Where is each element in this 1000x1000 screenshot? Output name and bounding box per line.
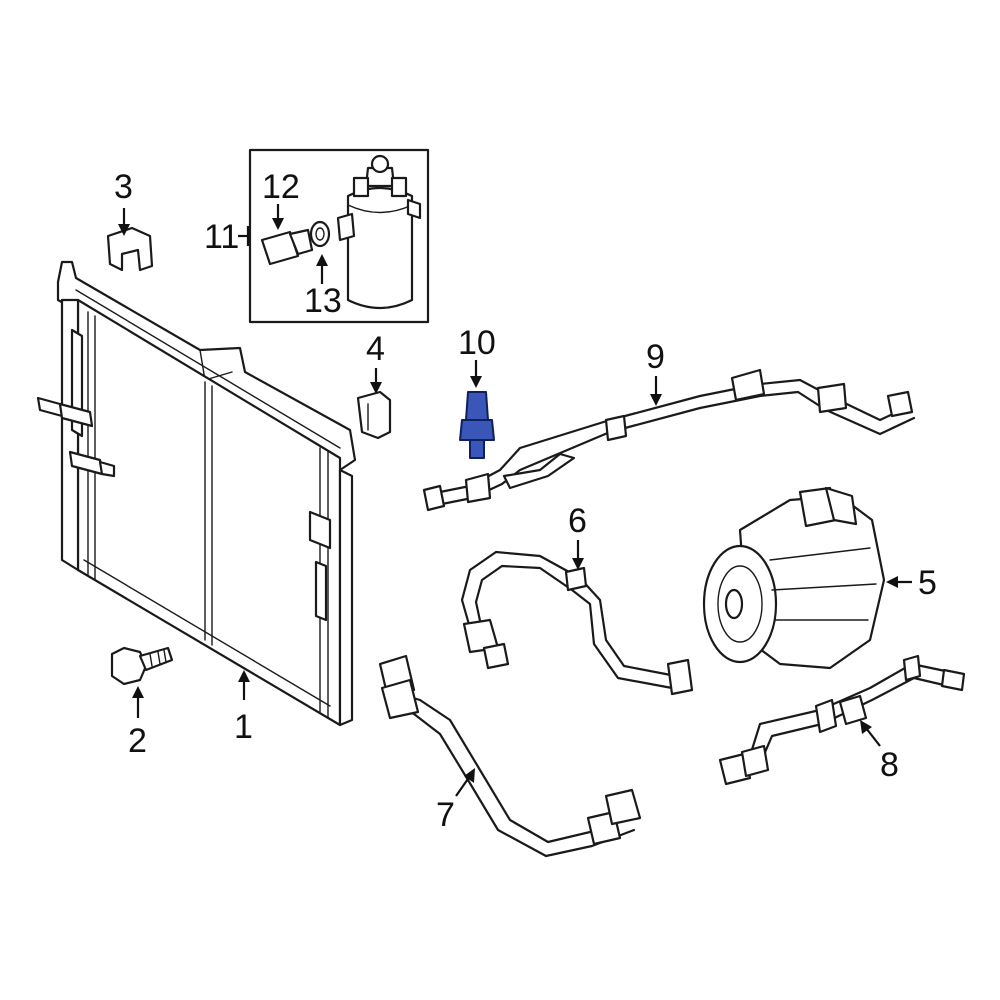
oring-part-13[interactable] (309, 220, 331, 248)
callout-4: 4 (366, 330, 385, 368)
callout-5: 5 (918, 564, 937, 602)
callout-12: 12 (262, 168, 300, 206)
callout-6: 6 (568, 502, 587, 540)
callout-7: 7 (436, 796, 455, 834)
refrigerant-hose-7[interactable] (378, 654, 642, 858)
receiver-drier-box (248, 148, 430, 324)
condenser-part[interactable] (36, 260, 357, 727)
compressor-part[interactable] (702, 486, 886, 670)
callout-1: 1 (234, 708, 253, 746)
pressure-switch-part[interactable] (459, 391, 495, 459)
callout-8: 8 (880, 746, 899, 784)
receiver-drier-part[interactable] (336, 154, 422, 310)
refrigerant-hose-6[interactable] (460, 550, 694, 696)
bracket-clip-part[interactable] (356, 390, 392, 440)
bolt-part[interactable] (110, 646, 174, 686)
callout-3: 3 (114, 168, 133, 206)
callout-11: 11 (204, 218, 239, 256)
callout-13: 13 (304, 282, 342, 320)
refrigerant-line-9[interactable] (422, 368, 916, 512)
callout-2: 2 (128, 722, 147, 760)
plug-part-12[interactable] (260, 228, 314, 266)
clip-part[interactable] (106, 226, 154, 272)
callout-leaders (118, 204, 912, 797)
callout-10: 10 (458, 324, 496, 362)
refrigerant-hose-8[interactable] (718, 654, 966, 786)
callout-9: 9 (646, 338, 665, 376)
